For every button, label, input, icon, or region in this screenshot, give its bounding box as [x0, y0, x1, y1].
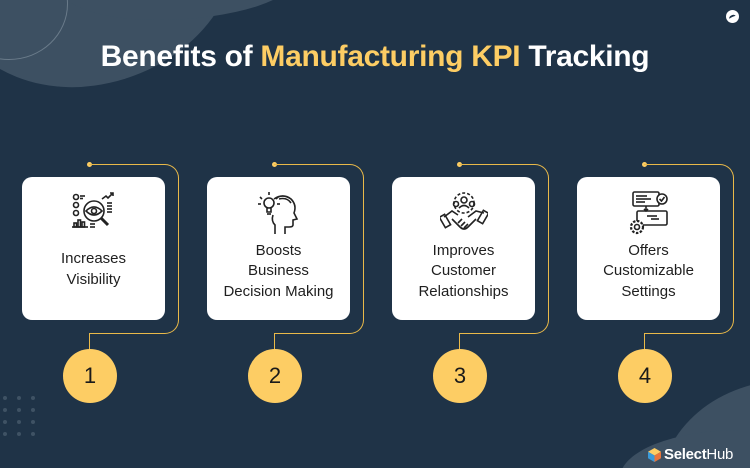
step-number-badge: 4 [618, 349, 672, 403]
connector-line [89, 333, 90, 351]
connector-curve [157, 164, 179, 334]
benefit-label: Offers Customizable Settings [603, 241, 694, 300]
decor-dot-grid [3, 396, 37, 436]
title-text-start: Benefits of [100, 40, 261, 73]
customer-handshake-icon [439, 192, 488, 230]
connector-line [644, 164, 712, 165]
benefit-label: Boosts Business Decision Making [223, 241, 334, 300]
title-highlight: Manufacturing KPI [260, 40, 521, 73]
step-number-badge: 1 [63, 349, 117, 403]
benefit-card: Increases Visibility [22, 177, 165, 320]
connector-line [274, 333, 344, 334]
connector-line [274, 164, 342, 165]
connector-curve [712, 164, 734, 334]
page-title: Benefits of Manufacturing KPI Tracking [0, 40, 750, 74]
selecthub-brand[interactable]: SelectHub [648, 446, 733, 463]
connector-line [89, 164, 157, 165]
benefit-card: Offers Customizable Settings [577, 177, 720, 320]
step-number-badge: 2 [248, 349, 302, 403]
connector-line [644, 333, 645, 351]
benefit-label: Increases Visibility [60, 250, 127, 288]
benefit-label: Improves Customer Relationships [418, 241, 509, 300]
connector-line [459, 164, 527, 165]
settings-workflow-icon [629, 191, 668, 235]
connector-curve [342, 164, 364, 334]
brand-name: SelectHub [664, 446, 734, 463]
title-text-end: Tracking [520, 40, 650, 73]
connector-line [274, 333, 275, 351]
connector-line [459, 333, 529, 334]
benefit-card: Boosts Business Decision Making [207, 177, 350, 320]
visibility-analytics-icon [71, 192, 114, 228]
benefit-step-4: Offers Customizable Settings 4 [555, 0, 740, 468]
connector-line [89, 333, 159, 334]
connector-line [459, 333, 460, 351]
idea-head-icon [257, 192, 298, 234]
benefit-step-2: Boosts Business Decision Making 2 [185, 0, 370, 468]
connector-curve [527, 164, 549, 334]
connector-line [644, 333, 714, 334]
selecthub-logo-icon [648, 447, 661, 462]
share-icon[interactable] [726, 10, 739, 23]
benefit-step-3: Improves Customer Relationships 3 [370, 0, 555, 468]
step-number-badge: 3 [433, 349, 487, 403]
benefit-card: Improves Customer Relationships [392, 177, 535, 320]
benefit-step-1: Increases Visibility 1 [0, 0, 185, 468]
